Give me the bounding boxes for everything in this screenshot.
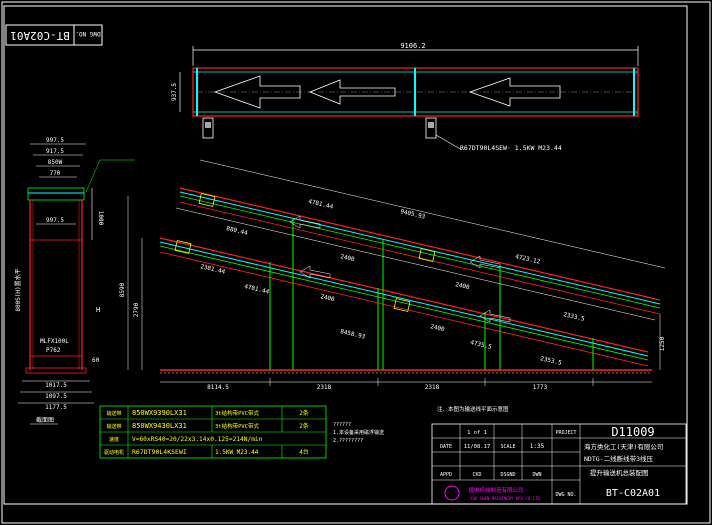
note-1: 注、本图为输送线平面示意图 bbox=[437, 405, 509, 413]
elev-base-4: 1773 bbox=[533, 384, 548, 391]
elev-upper-len2: 4723.12 bbox=[515, 253, 542, 266]
notes: 注、本图为输送线平面示意图 ?????? 1.本设备采用磁浮输送 2.?????… bbox=[333, 405, 509, 444]
bom-r1-qty: 2条 bbox=[299, 422, 309, 430]
tb-project-label: PROJECT bbox=[555, 430, 576, 436]
elev-lower-len2: 4781.44 bbox=[244, 283, 271, 296]
plan-motor-spec: R67DT90L4SEW· 1.5KW M23.44 bbox=[460, 144, 562, 152]
elev-base-1: 8114.5 bbox=[207, 384, 229, 391]
tb-dwg-no: BT-C02A01 bbox=[606, 488, 660, 499]
tb-company-cn: 捷申机械制造有限公司 bbox=[468, 486, 523, 494]
bom-r3-note: 1.5KW M23.44 bbox=[215, 449, 259, 456]
sec-roller-note: P762 bbox=[46, 347, 61, 354]
bom-r0-note: 3t结构带PVC带式 bbox=[215, 409, 260, 417]
elev-base-2: 2318 bbox=[317, 384, 332, 391]
sec-dim-mid: 997.5 bbox=[46, 217, 64, 224]
elev-lower-seg1: 2400 bbox=[320, 293, 336, 303]
bom-r3-qty: 4台 bbox=[299, 448, 309, 456]
elevation-view: 8590 2790 1250 4781.44 9405.93 880.44 24… bbox=[119, 159, 666, 391]
elev-lower-seg2: 2400 bbox=[430, 323, 446, 333]
note-q1: ?????? bbox=[333, 422, 351, 428]
bom-r1-note: 3t结构带PVC带式 bbox=[215, 422, 260, 430]
tb-dwn: DWN bbox=[532, 472, 541, 478]
plan-view: 9106.2 937.5 R67DT90L4SEW· 1.5KW M23.44 bbox=[171, 42, 639, 152]
inner-border bbox=[3, 5, 688, 505]
elev-upper-total: 9405.93 bbox=[400, 208, 427, 221]
elev-lower-total: 8458.93 bbox=[340, 328, 367, 341]
title-block: 1 of 1 SCALE 1:35 DATE 11/08.17 PROJECT … bbox=[431, 423, 687, 505]
elev-upper-seg2: 2400 bbox=[455, 281, 471, 291]
tb-drawing-title: 提升输送机总装配图 bbox=[590, 468, 649, 477]
bom-r0-spec: 850WX9390LX31 bbox=[132, 409, 187, 417]
bom-r0-qty: 2条 bbox=[299, 409, 309, 417]
bom-r2-spec: V=60xRS40=20/22x3.14x0.125=214N/min bbox=[132, 436, 263, 443]
bom-r1-name: 输送带 bbox=[106, 423, 121, 430]
elev-lower-len3: 4735.5 bbox=[470, 339, 493, 351]
bom-table: 输送带 850WX9390LX31 3t结构带PVC带式 2条 输送带 850W… bbox=[99, 405, 327, 459]
sec-dim-h: H bbox=[96, 306, 100, 314]
elev-right-h: 1250 bbox=[659, 336, 666, 351]
elev-upper-seg1: 2400 bbox=[340, 253, 356, 263]
tb-dwg-label: DWG NO. bbox=[555, 492, 576, 498]
note-q2: 1.本设备采用磁浮输送 bbox=[333, 429, 384, 436]
section-view: 997.5 917.5 850W 770 997.5 1000 H 60 800… bbox=[14, 137, 135, 425]
tb-project-no: D11009 bbox=[611, 425, 654, 439]
sec-dim-height: 1000 bbox=[97, 211, 104, 226]
elev-upper-piece1: 880.44 bbox=[226, 225, 249, 237]
elev-height-a: 8590 bbox=[119, 282, 126, 297]
bom-r3-name: 驱动电机 bbox=[104, 449, 124, 456]
elev-lower-len: 2381.44 bbox=[200, 263, 227, 276]
tb-drawing-no: NDTG-二线断线带3线压 bbox=[584, 454, 653, 463]
bom-r3-spec: R67DT90L4KSEWI bbox=[132, 448, 187, 456]
tb-scale: 1:35 bbox=[530, 443, 545, 450]
tb-page-label: 1 of 1 bbox=[467, 430, 487, 436]
tb-dsgnd: DSGND bbox=[500, 472, 515, 478]
note-q3: 2.???????? bbox=[333, 438, 363, 444]
sec-dim-d1: 997.5 bbox=[46, 137, 64, 144]
plan-width: 937.5 bbox=[171, 83, 178, 101]
elev-height-b: 2790 bbox=[133, 302, 140, 317]
stamp-box: BT-C02A01 DWG NO. bbox=[5, 24, 103, 46]
sec-dim-base: 60 bbox=[92, 357, 100, 364]
sec-label: 截面图 bbox=[36, 416, 54, 424]
tb-scale-label: SCALE bbox=[500, 444, 515, 450]
elev-lower-end: 2353.5 bbox=[540, 355, 563, 367]
tb-date-label: DATE bbox=[440, 444, 452, 450]
bom-r0-name: 输送带 bbox=[106, 410, 121, 417]
sec-roller-spec: MLFX100L bbox=[40, 338, 69, 345]
tb-appd: APPD bbox=[440, 472, 452, 478]
sec-dim-frame-w: 1097.5 bbox=[45, 393, 67, 400]
bom-r2-name: 速度 bbox=[109, 436, 119, 443]
sec-vertical-note: 800S(H)置水平 bbox=[14, 268, 22, 311]
sec-dim-belt-w: 1017.5 bbox=[45, 382, 67, 389]
tb-company: YUE SHEN MACHINERY MFG CO.LTD bbox=[470, 496, 540, 501]
tb-customer: 海方类化工(天津)有限公司 bbox=[584, 442, 663, 451]
plan-overall-length: 9106.2 bbox=[400, 42, 425, 50]
elev-base-3: 2318 bbox=[425, 384, 440, 391]
elev-upper-end: 2333.5 bbox=[563, 311, 586, 323]
sec-dim-outer-w: 1177.5 bbox=[45, 404, 67, 411]
tb-date: 11/08.17 bbox=[464, 444, 491, 450]
stamp-label: DWG NO. bbox=[75, 30, 100, 37]
tb-ckd: CKD bbox=[472, 472, 481, 478]
stamp-code: BT-C02A01 bbox=[10, 29, 70, 42]
elev-upper-len: 4781.44 bbox=[308, 198, 335, 211]
bom-r1-spec: 850WX9430LX31 bbox=[132, 422, 187, 430]
company-logo-icon bbox=[444, 485, 460, 501]
sec-dim-d2: 917.5 bbox=[46, 148, 64, 155]
sec-dim-d3: 850W bbox=[48, 159, 63, 166]
sec-dim-d4: 770 bbox=[50, 170, 61, 177]
